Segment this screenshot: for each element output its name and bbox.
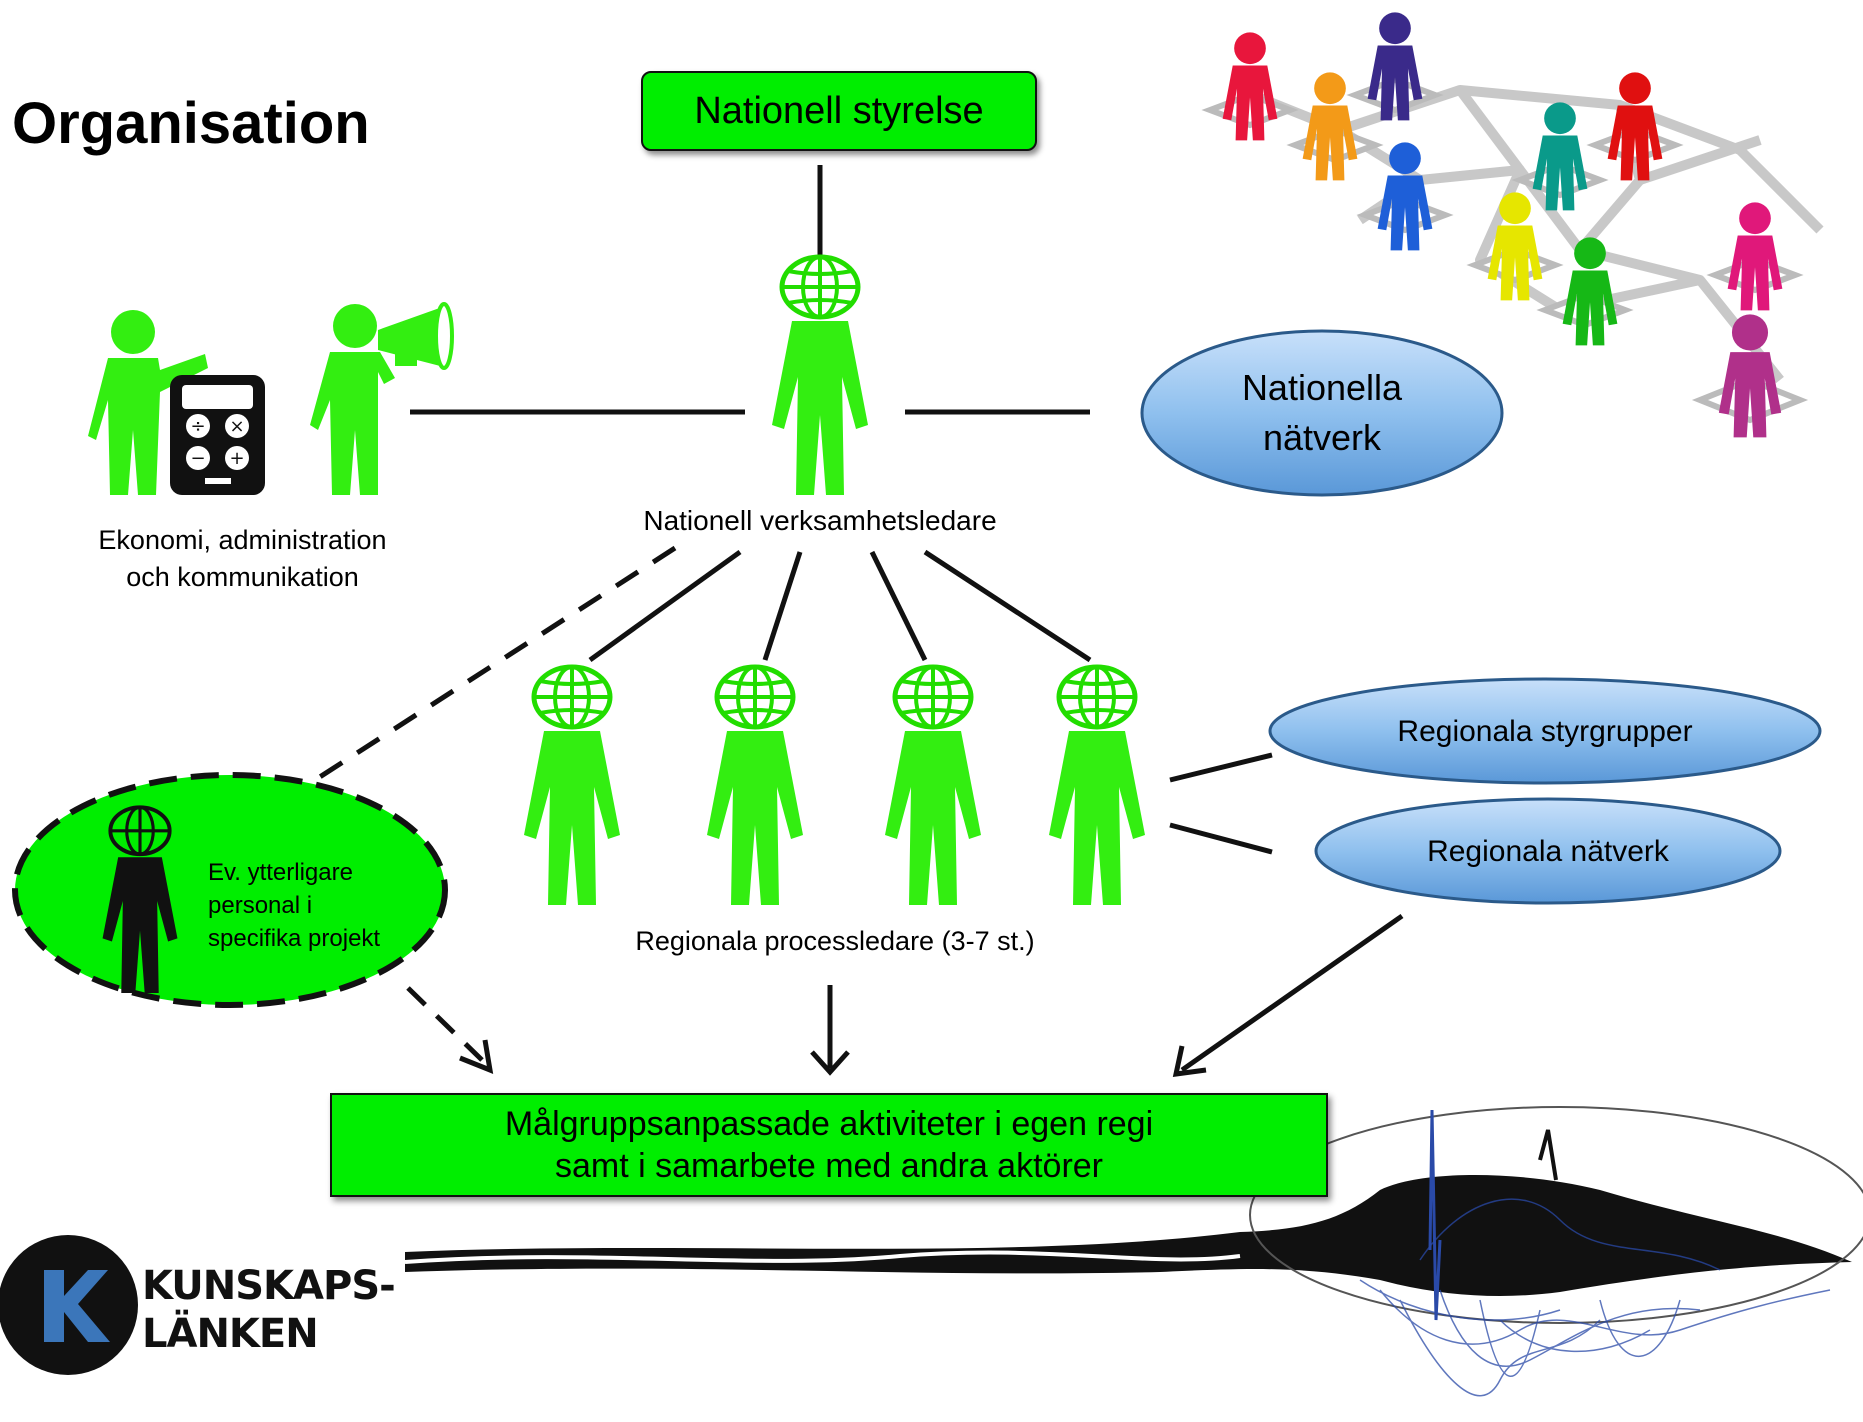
logo-text-line2: LÄNKEN: [142, 1311, 319, 1357]
network-illustration: [1201, 12, 1824, 438]
line-leader-to-extra-staff: [310, 545, 677, 785]
national-networks-text: Nationella nätverk: [1142, 331, 1502, 495]
activities-line2: samt i samarbete med andra aktörer: [554, 1147, 1104, 1185]
arrowhead-extra: [459, 1039, 494, 1074]
process-leaders-label: Regionala processledare (3-7 st.): [635, 926, 1035, 956]
activities-box: Målgruppsanpassade aktiviteter i egen re…: [330, 1093, 1328, 1197]
line-extra-to-activities: [406, 986, 484, 1062]
extra-staff-text: Ev. ytterligare personal i specifika pro…: [208, 856, 408, 955]
svg-text:÷: ÷: [190, 416, 205, 437]
extra-staff-line2: personal i: [208, 892, 313, 919]
line-process-to-networks: [1169, 822, 1273, 855]
line-leader-to-process-4: [923, 549, 1092, 663]
process-leader-figure-1: [524, 667, 620, 905]
line-leader-to-process-1: [588, 549, 742, 663]
wave-illustration: [404, 1106, 1863, 1397]
extra-staff-figure: [102, 805, 178, 993]
connectors: [310, 165, 1404, 1073]
national-networks-line1: Nationella: [1241, 367, 1403, 408]
economy-figure-megaphone: [310, 302, 454, 495]
national-networks-oval: [1140, 329, 1504, 497]
calculator-icon: ÷ × − +: [170, 375, 265, 495]
extra-staff-line1: Ev. ytterligare: [208, 859, 353, 886]
arrowhead-networks: [1172, 1045, 1207, 1077]
economy-label: Ekonomi, administration och kommunikatio…: [70, 522, 415, 596]
economy-figure-pointing: [88, 310, 208, 495]
logo-text: KUNSKAPS- LÄNKEN: [142, 1262, 396, 1358]
svg-text:−: −: [190, 448, 205, 469]
line-process-to-steering: [1169, 752, 1273, 783]
activities-line1: Målgruppsanpassade aktiviteter i egen re…: [504, 1105, 1154, 1143]
economy-label-line1: Ekonomi, administration: [98, 525, 387, 555]
process-leader-figure-4: [1049, 667, 1145, 905]
national-board-box: Nationell styrelse: [641, 71, 1037, 151]
svg-text:+: +: [229, 448, 244, 469]
regional-networks-oval: [1314, 797, 1782, 905]
svg-text:×: ×: [229, 416, 244, 437]
logo-text-line1: KUNSKAPS-: [142, 1263, 396, 1309]
arrowhead-process: [810, 1050, 850, 1076]
national-leader-figure: [772, 257, 868, 495]
national-board-label: Nationell styrelse: [694, 89, 984, 132]
page-title: Organisation: [12, 91, 370, 156]
arrowheads: [459, 1039, 1207, 1077]
line-leader-to-process-3: [869, 550, 928, 662]
extra-staff-line3: specifika projekt: [208, 925, 381, 952]
national-networks-line2: nätverk: [1262, 417, 1382, 458]
line-networks-to-activities: [1180, 913, 1404, 1073]
regional-steering-text: Regionala styrgrupper: [1397, 715, 1693, 748]
economy-label-line2: och kommunikation: [126, 562, 359, 592]
line-leader-to-process-2: [762, 551, 803, 661]
process-leader-figure-3: [885, 667, 981, 905]
kunskapslanken-logo: [0, 1235, 138, 1375]
process-leader-figure-2: [707, 667, 803, 905]
regional-networks-text: Regionala nätverk: [1427, 835, 1669, 868]
regional-steering-oval: [1268, 677, 1822, 785]
national-leader-label: Nationell verksamhetsledare: [643, 505, 997, 536]
